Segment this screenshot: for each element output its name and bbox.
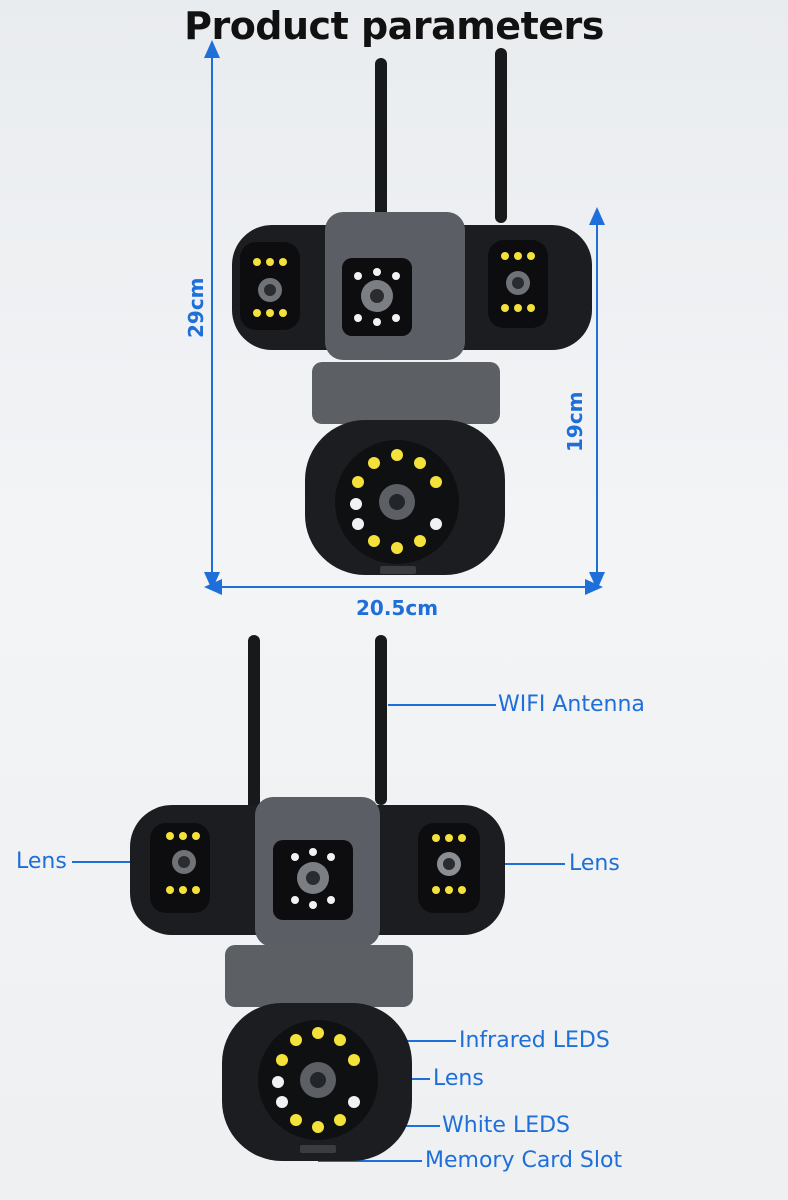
lens-left-label: Lens [16, 849, 67, 874]
white-leds-label: White LEDS [442, 1113, 571, 1138]
lens-bottom-label: Lens [433, 1066, 484, 1091]
lens-right-label: Lens [569, 851, 620, 876]
body-height-label: 19cm [563, 391, 587, 452]
height-label: 29cm [184, 277, 208, 338]
width-label: 20.5cm [356, 596, 439, 620]
wifi-antenna-label: WIFI Antenna [498, 692, 645, 717]
memory-card-slot-label: Memory Card Slot [425, 1148, 623, 1173]
page-title: Product parameters [184, 4, 604, 48]
infrared-leds-label: Infrared LEDS [459, 1028, 610, 1053]
